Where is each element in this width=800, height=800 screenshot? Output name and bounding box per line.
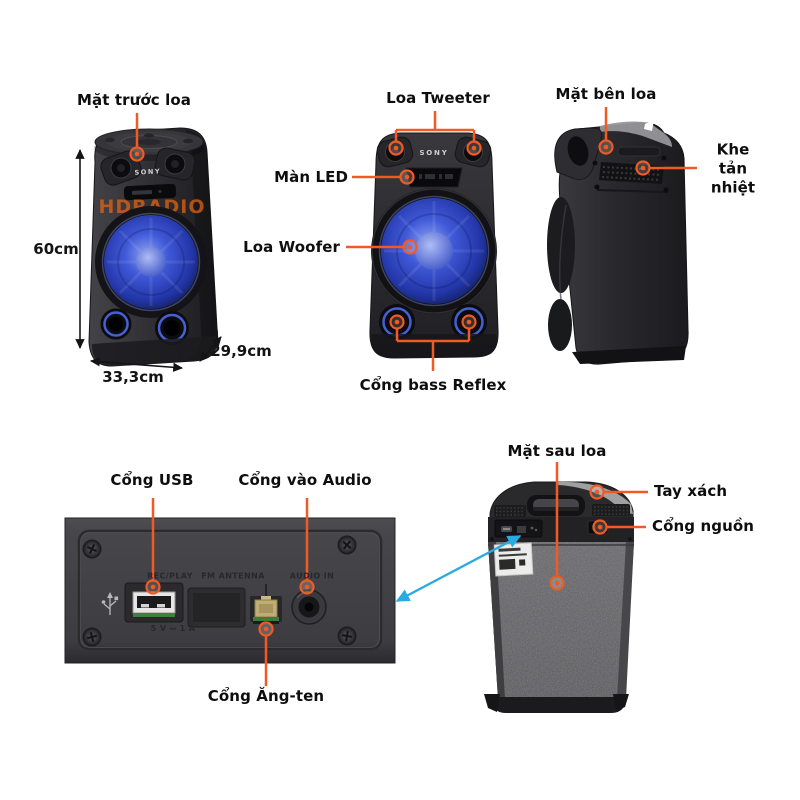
speaker-side-illustration <box>547 120 689 365</box>
panel-label-recess-inner <box>193 593 240 622</box>
marker-usb <box>145 579 161 595</box>
dimension-width: 33,3cm <box>102 368 164 386</box>
label-power-port: Cổng nguồn <box>652 517 755 535</box>
marker-led <box>399 169 415 185</box>
audio-in-jack <box>291 589 327 625</box>
label-heat-vent: Khe tản nhiệt <box>700 141 767 198</box>
side-slot <box>617 146 661 157</box>
dimension-arrows <box>75 148 222 372</box>
speaker-front34-illustration: SONY HDRADIO <box>88 127 219 367</box>
side-base <box>572 346 686 364</box>
tweeter-left-front <box>376 136 414 168</box>
label-usb-port: Cổng USB <box>110 471 194 489</box>
zoom-link-arrow <box>395 534 522 603</box>
tweeter-left-front34 <box>100 150 142 186</box>
marker-side-face <box>598 139 614 155</box>
marker-power <box>592 519 608 535</box>
rear-base <box>486 697 627 713</box>
depth-dimension-arrow <box>199 336 222 362</box>
usb-symbol-icon <box>101 592 119 615</box>
side-vent <box>599 162 664 184</box>
panel-print-audio-in: AUDIO IN <box>289 571 335 581</box>
panel-print-usb-rating: 5 V ⎓ 1 A <box>150 624 196 633</box>
dimension-depth: 29,9cm <box>210 342 272 360</box>
marker-antenna <box>258 621 274 637</box>
marker-vent <box>635 160 651 176</box>
brand-logo-front34: SONY <box>134 167 161 176</box>
tweeter-right-front34 <box>154 147 196 181</box>
label-front-face: Mặt trước loa <box>77 91 191 109</box>
label-back-face: Mặt sau loa <box>507 442 607 460</box>
marker-bass-left <box>389 314 405 330</box>
side-top-notch <box>644 120 654 131</box>
woofer-front34 <box>95 206 207 318</box>
panel-print-rec-play: REC/PLAY <box>147 571 193 581</box>
marker-bass-right <box>461 314 477 330</box>
marker-back-face <box>549 575 565 591</box>
label-handle: Tay xách <box>654 482 728 500</box>
label-side-face: Mặt bên loa <box>555 85 657 103</box>
dimension-height: 60cm <box>33 240 79 258</box>
side-top-highlight <box>600 121 672 147</box>
marker-audio <box>299 579 315 595</box>
label-woofer: Loa Woofer <box>243 238 340 256</box>
panel-print-fm-antenna: FM ANTENNA <box>201 571 265 581</box>
tweeter-right-front <box>454 136 492 168</box>
width-dimension-arrow <box>89 357 184 372</box>
brand-logo-front: SONY <box>419 149 448 157</box>
marker-tweeter-right <box>466 140 482 156</box>
marker-front-face <box>129 146 145 162</box>
rear-cap-notch <box>632 489 641 500</box>
side-handle <box>554 127 603 180</box>
label-led: Màn LED <box>274 168 348 186</box>
marker-woofer <box>402 239 418 255</box>
rear-mini-panel <box>494 519 543 538</box>
callout-lines <box>135 107 697 686</box>
label-audio-port: Cổng vào Audio <box>238 471 372 489</box>
usb-port <box>124 582 184 623</box>
led-display-front <box>405 167 463 188</box>
marker-tweeter-left <box>388 140 404 156</box>
speaker-front-illustration: SONY <box>369 132 499 359</box>
panel-screws <box>82 535 357 647</box>
woofer-front <box>371 188 497 314</box>
speaker-rear-illustration <box>484 481 641 713</box>
rear-sticker <box>493 542 534 577</box>
marker-handle <box>589 484 605 500</box>
fm-antenna-connector <box>250 584 282 624</box>
label-antenna-port: Cổng Ăng-ten <box>207 687 325 705</box>
rear-vents <box>494 504 630 517</box>
callout-markers <box>129 139 651 637</box>
label-heat-vent-line2: tản nhiệt <box>710 159 756 197</box>
label-bass-reflex: Cổng bass Reflex <box>359 376 507 394</box>
label-heat-vent-line1: Khe <box>716 140 750 159</box>
rear-panel-illustration <box>64 517 396 664</box>
led-display-front34 <box>123 183 177 201</box>
label-tweeter: Loa Tweeter <box>386 89 490 107</box>
